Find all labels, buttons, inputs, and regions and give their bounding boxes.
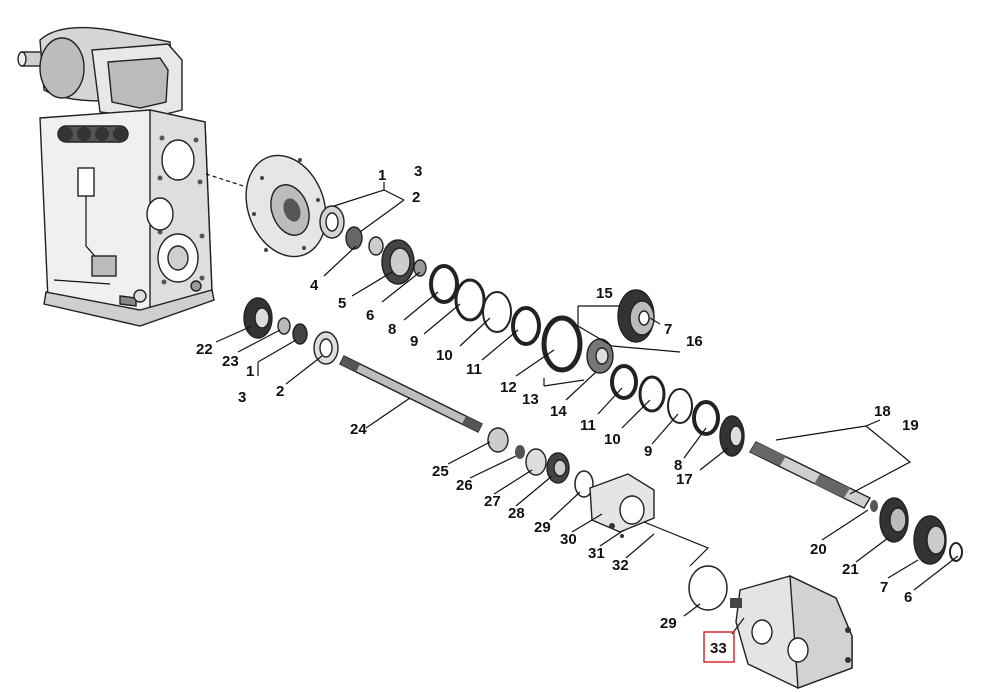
- label-1b: 1: [246, 363, 254, 380]
- label-28: 28: [508, 505, 525, 522]
- label-12: 12: [500, 379, 517, 396]
- label-21: 21: [842, 561, 859, 578]
- part-labels: 1 3 2 4 5 6 8 9 10 11 12 15 7 16 22 23 1…: [196, 163, 919, 663]
- output-shaft: [749, 441, 963, 565]
- label-11b: 11: [580, 417, 596, 434]
- lower-left-gears: [243, 297, 339, 365]
- label-22: 22: [196, 341, 213, 358]
- label-11: 11: [466, 361, 482, 378]
- label-2: 2: [412, 189, 420, 206]
- label-24: 24: [350, 421, 367, 438]
- label-13: 13: [522, 391, 539, 408]
- label-30: 30: [560, 531, 577, 548]
- label-23: 23: [222, 353, 239, 370]
- label-27: 27: [484, 493, 501, 510]
- hydraulic-pump: [730, 574, 853, 689]
- label-18: 18: [874, 403, 891, 420]
- label-32: 32: [612, 557, 629, 574]
- label-9: 9: [410, 333, 418, 350]
- label-4: 4: [310, 277, 319, 294]
- label-20: 20: [810, 541, 827, 558]
- label-25: 25: [432, 463, 449, 480]
- label-6b: 6: [904, 589, 912, 606]
- label-26: 26: [456, 477, 473, 494]
- label-2b: 2: [276, 383, 284, 400]
- label-7: 7: [664, 321, 672, 338]
- label-33[interactable]: 33: [710, 640, 727, 657]
- cover-plate: [245, 154, 327, 258]
- label-16: 16: [686, 333, 703, 350]
- label-3: 3: [414, 163, 422, 180]
- label-1: 1: [378, 167, 386, 184]
- highlight-box-33: [703, 631, 735, 663]
- label-14: 14: [550, 403, 567, 420]
- label-29: 29: [534, 519, 551, 536]
- o-ring-29: [688, 565, 728, 611]
- label-10b: 10: [604, 431, 621, 448]
- label-15: 15: [596, 285, 613, 302]
- label-10: 10: [436, 347, 453, 364]
- label-19: 19: [902, 417, 919, 434]
- label-8b: 8: [674, 457, 682, 474]
- gearbox-housing: [17, 26, 215, 327]
- label-29b: 29: [660, 615, 677, 632]
- label-5: 5: [338, 295, 346, 312]
- label-17: 17: [676, 471, 693, 488]
- label-9b: 9: [644, 443, 652, 460]
- leader-lines: [215, 182, 959, 635]
- upper-shaft-parts: [319, 205, 745, 457]
- long-shaft: [339, 355, 594, 498]
- label-8: 8: [388, 321, 396, 338]
- label-31: 31: [588, 545, 605, 562]
- label-6: 6: [366, 307, 374, 324]
- label-3b: 3: [238, 389, 246, 406]
- pump-adapter-housing: [589, 473, 655, 538]
- label-7b: 7: [880, 579, 888, 596]
